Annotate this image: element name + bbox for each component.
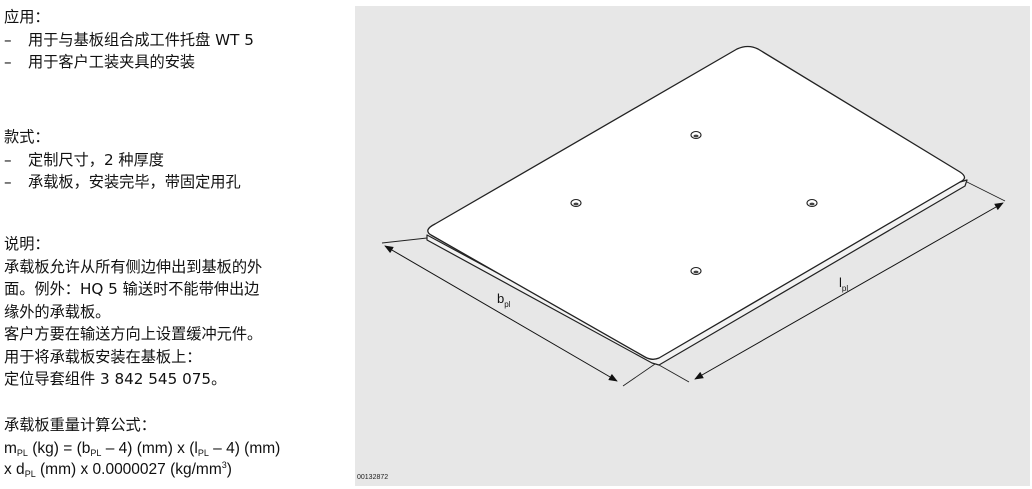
- dash-icon: –: [4, 53, 12, 71]
- application-section: 应用： – 用于与基板组合成工件托盘 WT 5 – 用于客户工装夹具的安装: [4, 6, 350, 74]
- formula-line-2: x dPL (mm) x 0.0000027 (kg/mm3): [4, 459, 350, 480]
- mounting-hole: [690, 130, 702, 140]
- notes-line-4: 客户方要在输送方向上设置缓冲元件。: [4, 325, 263, 343]
- formula-kg: (kg) = (b: [27, 439, 91, 457]
- dash-icon: –: [4, 30, 12, 49]
- formula-line-1: mPL (kg) = (bPL – 4) (mm) x (lPL – 4) (m…: [4, 438, 350, 459]
- notes-line-3: 缘外的承载板。: [4, 302, 111, 321]
- mounting-hole: [570, 198, 582, 208]
- dimension-line-l: [694, 202, 1004, 380]
- mounting-hole: [690, 266, 702, 276]
- notes-line-6: 定位导套组件 3 842 545 075。: [4, 370, 227, 388]
- dash-icon: –: [4, 150, 12, 169]
- application-item-2: – 用于客户工装夹具的安装: [4, 51, 350, 74]
- formula-d: x d: [4, 460, 25, 478]
- plate-drawing: bpl lpl: [381, 45, 1006, 387]
- version-item-1-text: 定制尺寸，2 种厚度: [28, 150, 164, 169]
- extension-line: [966, 181, 1006, 202]
- formula-m-sub: PL: [16, 447, 28, 458]
- version-section: 款式： – 定制尺寸，2 种厚度 – 承载板，安装完毕，带固定用孔: [4, 126, 350, 194]
- application-heading: 应用：: [4, 8, 50, 26]
- version-item-2-text: 承载板，安装完毕，带固定用孔: [28, 173, 241, 191]
- application-item-2-text: 用于客户工装夹具的安装: [28, 53, 196, 71]
- formula-end: – 4) (mm): [208, 439, 281, 457]
- extension-line: [658, 364, 690, 383]
- notes-heading: 说明：: [4, 235, 50, 253]
- formula-d-sub: PL: [24, 468, 36, 479]
- dimension-label-l: lpl: [839, 275, 848, 293]
- notes-line-2: 面。例外：HQ 5 输送时不能带伸出边: [4, 280, 260, 298]
- formula-m: m: [4, 439, 17, 457]
- carrier-plate-figure: bpl lpl 00132872: [355, 6, 1030, 486]
- dimension-label-b: bpl: [497, 291, 511, 309]
- formula-constant: (mm) x 0.0000027 (kg/mm: [35, 460, 222, 478]
- formula-section: 承载板重量计算公式： mPL (kg) = (bPL – 4) (mm) x (…: [4, 414, 350, 480]
- extension-line: [381, 237, 428, 244]
- version-heading: 款式：: [4, 128, 50, 146]
- formula-title: 承载板重量计算公式：: [4, 416, 156, 434]
- notes-line-5: 用于将承载板安装在基板上：: [4, 347, 202, 366]
- application-item-1-text: 用于与基板组合成工件托盘 WT 5: [28, 30, 254, 49]
- plate-top-face: [427, 45, 966, 360]
- figure-id-label: 00132872: [357, 474, 389, 481]
- application-item-1: – 用于与基板组合成工件托盘 WT 5: [4, 29, 350, 52]
- version-item-2: – 承载板，安装完毕，带固定用孔: [4, 171, 350, 194]
- extension-line: [622, 363, 656, 387]
- formula-mid: – 4) (mm) x (l: [101, 439, 198, 457]
- formula-sup: 3: [221, 459, 227, 470]
- formula-b-sub: PL: [90, 447, 102, 458]
- mounting-hole: [806, 198, 818, 208]
- notes-section: 说明： 承载板允许从所有侧边伸出到基板的外 面。例外：HQ 5 输送时不能带伸出…: [4, 233, 350, 391]
- formula-close: ): [226, 460, 232, 478]
- formula-l-sub: PL: [197, 447, 209, 458]
- dimension-line-b: [384, 245, 618, 382]
- notes-line-1: 承载板允许从所有侧边伸出到基板的外: [4, 257, 263, 276]
- version-item-1: – 定制尺寸，2 种厚度: [4, 149, 350, 172]
- dash-icon: –: [4, 173, 12, 191]
